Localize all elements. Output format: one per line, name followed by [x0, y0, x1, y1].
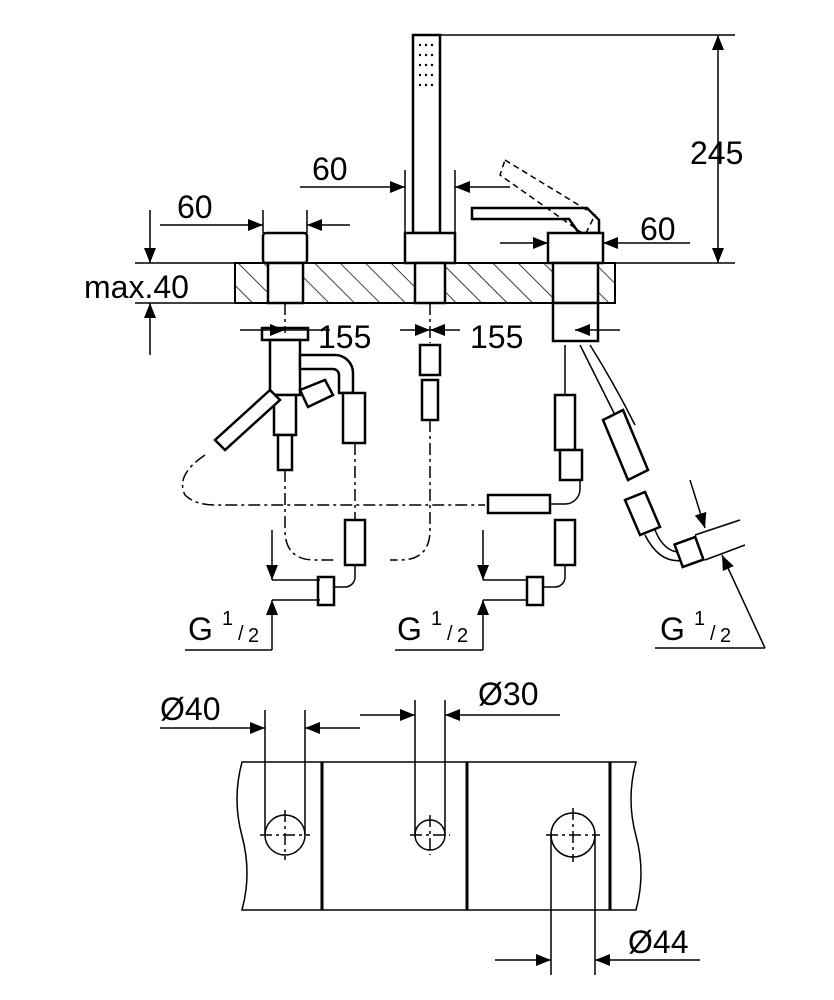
supply-hoses: [181, 303, 581, 607]
svg-text:G: G: [660, 611, 685, 647]
svg-text:G: G: [397, 611, 422, 647]
dim-max40: max.40: [84, 269, 189, 305]
right-mixer: [470, 158, 706, 569]
dim-hole-30: Ø30: [478, 676, 538, 712]
svg-text:2: 2: [457, 625, 468, 647]
svg-text:/: /: [238, 623, 244, 645]
svg-text:1: 1: [694, 608, 705, 630]
left-valve: [213, 231, 367, 472]
dim-60-top: 60: [312, 151, 348, 187]
thread-label-right: G 1 / 2: [660, 608, 731, 647]
svg-text:/: /: [447, 623, 453, 645]
plan-view: [160, 700, 700, 975]
thread-label-middle: G 1 / 2: [397, 608, 468, 647]
svg-text:2: 2: [720, 625, 731, 647]
dimension-lines: [135, 34, 766, 651]
svg-text:1: 1: [431, 608, 442, 630]
dim-60-right: 60: [640, 211, 676, 247]
dim-155-left: 155: [318, 319, 371, 355]
thread-label-left: G 1 / 2: [188, 608, 259, 647]
svg-text:1: 1: [222, 608, 233, 630]
dim-245: 245: [690, 135, 743, 171]
svg-text:2: 2: [248, 625, 259, 647]
dim-hole-40: Ø40: [160, 691, 220, 727]
handshower: [403, 33, 457, 422]
svg-text:G: G: [188, 611, 213, 647]
dim-155-right: 155: [470, 319, 523, 355]
svg-text:/: /: [710, 623, 716, 645]
dim-60-left: 60: [177, 189, 213, 225]
dim-hole-44: Ø44: [628, 924, 688, 960]
